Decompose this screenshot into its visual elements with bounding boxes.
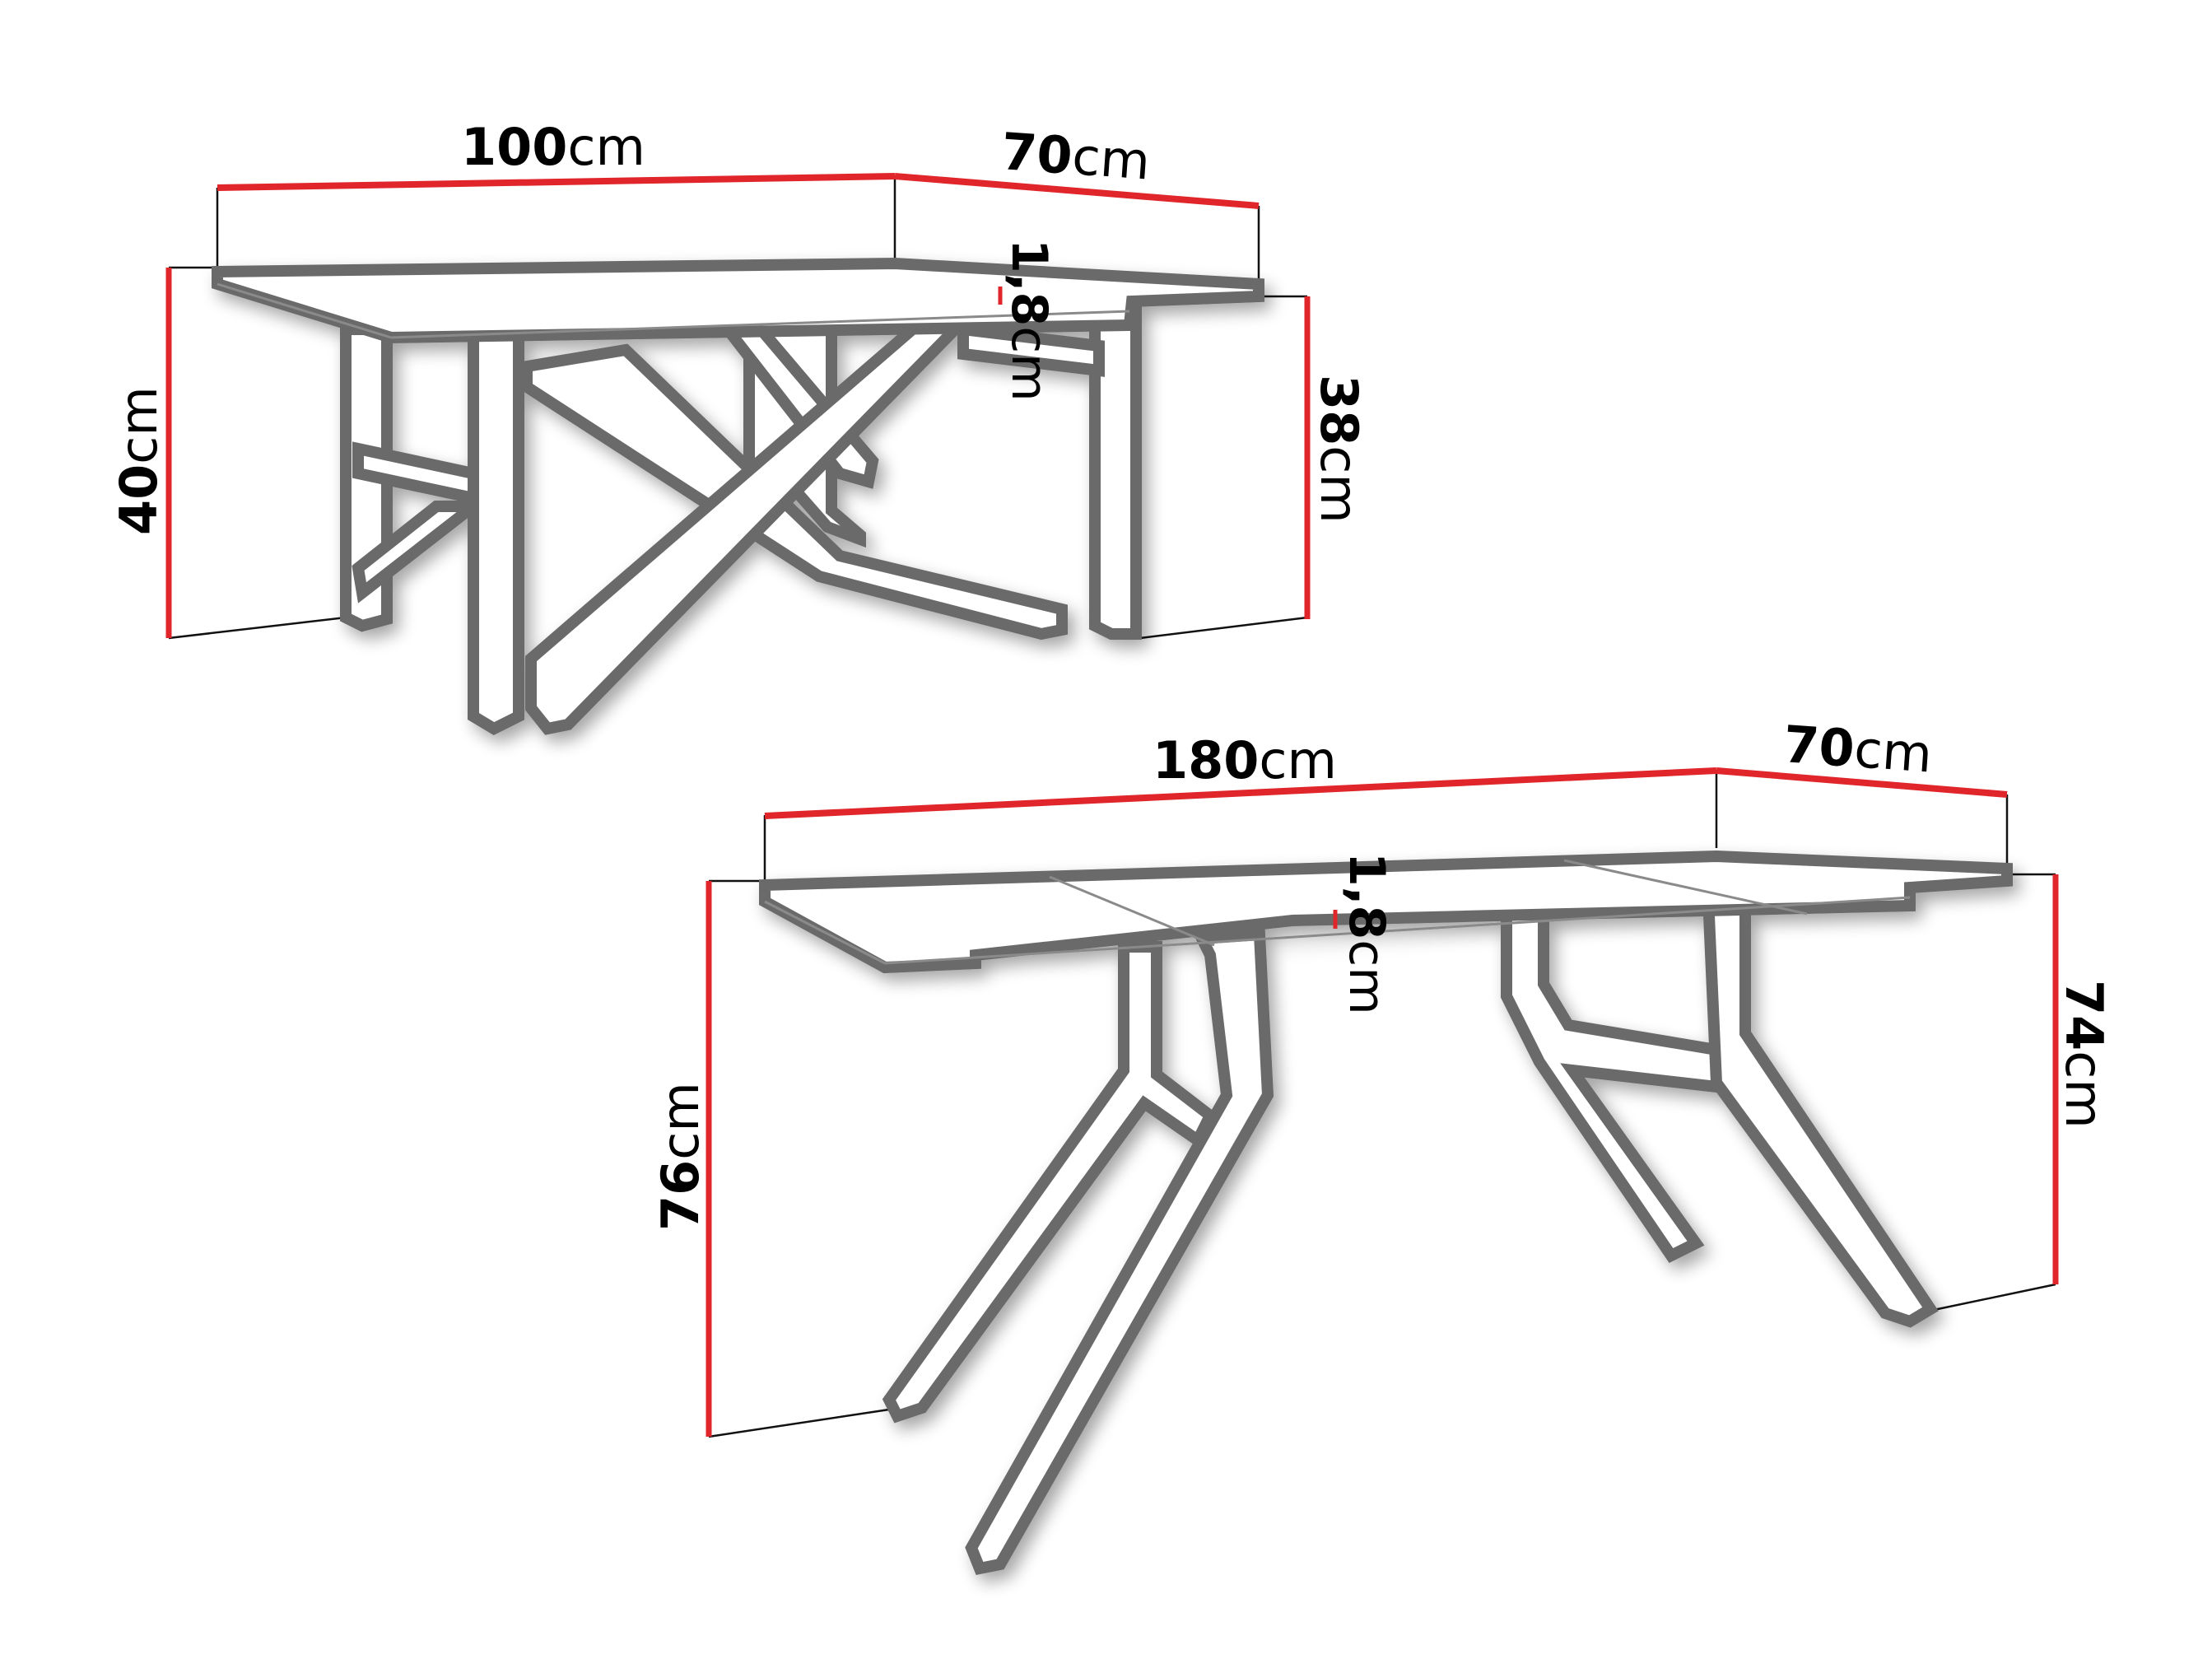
extended-leg-height-label: 74cm (2054, 980, 2114, 1129)
extended-total-height-label: 76cm (650, 1082, 710, 1231)
closed-table-drawing (212, 257, 1264, 735)
extended-table: 180cm 70cm 76cm 74cm 1,8cm (650, 714, 2114, 1576)
extended-thickness-label: 1,8cm (1338, 852, 1395, 1015)
closed-table-extension-lines (168, 176, 1308, 640)
extended-table-drawing (759, 850, 2013, 1576)
extended-depth-dimension-line (1716, 767, 2008, 798)
extended-table-extension-lines (708, 770, 2056, 1438)
closed-depth-label: 70cm (999, 121, 1152, 191)
closed-width-label: 100cm (461, 117, 645, 177)
extended-width-dimension-line (764, 767, 1717, 819)
closed-depth-dimension-line (894, 173, 1260, 209)
closed-width-dimension-line (217, 173, 896, 191)
extended-width-label: 180cm (1153, 730, 1337, 790)
closed-leg-height-label: 38cm (1309, 375, 1369, 524)
closed-table: 100cm 70cm 40cm 38cm 1,8cm (109, 117, 1369, 735)
closed-thickness-label: 1,8cm (1000, 239, 1058, 402)
closed-total-height-label: 40cm (109, 386, 169, 535)
extended-depth-label: 70cm (1781, 714, 1934, 784)
